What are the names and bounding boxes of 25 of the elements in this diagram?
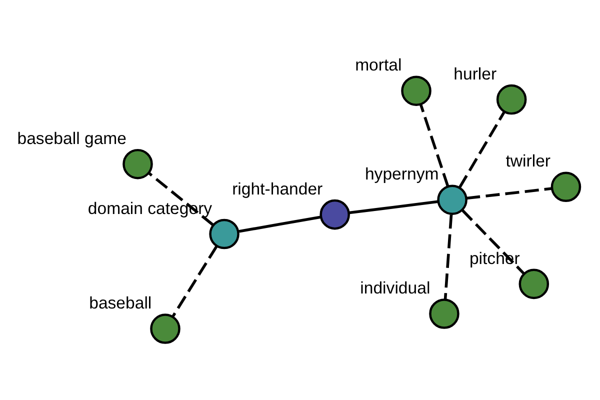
node-label: baseball: [89, 294, 152, 313]
node-label: twirler: [506, 152, 551, 171]
connector: [419, 104, 450, 187]
node-circle: [209, 218, 240, 250]
node-label: right-hander: [232, 179, 323, 198]
connector: [349, 200, 438, 214]
node-circle: [437, 184, 468, 215]
node-label: hurler: [454, 64, 497, 84]
connector: [458, 111, 506, 188]
node-circle: [401, 76, 432, 106]
node-label: mortal: [355, 56, 402, 75]
node-circle: [320, 199, 350, 230]
node-label: hypernym: [364, 164, 439, 184]
node-label: baseball game: [17, 128, 126, 148]
node-circle: [496, 84, 527, 115]
connector: [466, 187, 552, 200]
node-circle: [518, 268, 550, 300]
node-circle: [122, 148, 153, 180]
node-circle: [150, 314, 180, 344]
node-label: individual: [360, 278, 430, 298]
connector: [444, 214, 453, 300]
node-circle: [550, 172, 582, 202]
node-circle: [429, 298, 460, 329]
connector: [172, 246, 218, 317]
connector: [238, 216, 321, 233]
